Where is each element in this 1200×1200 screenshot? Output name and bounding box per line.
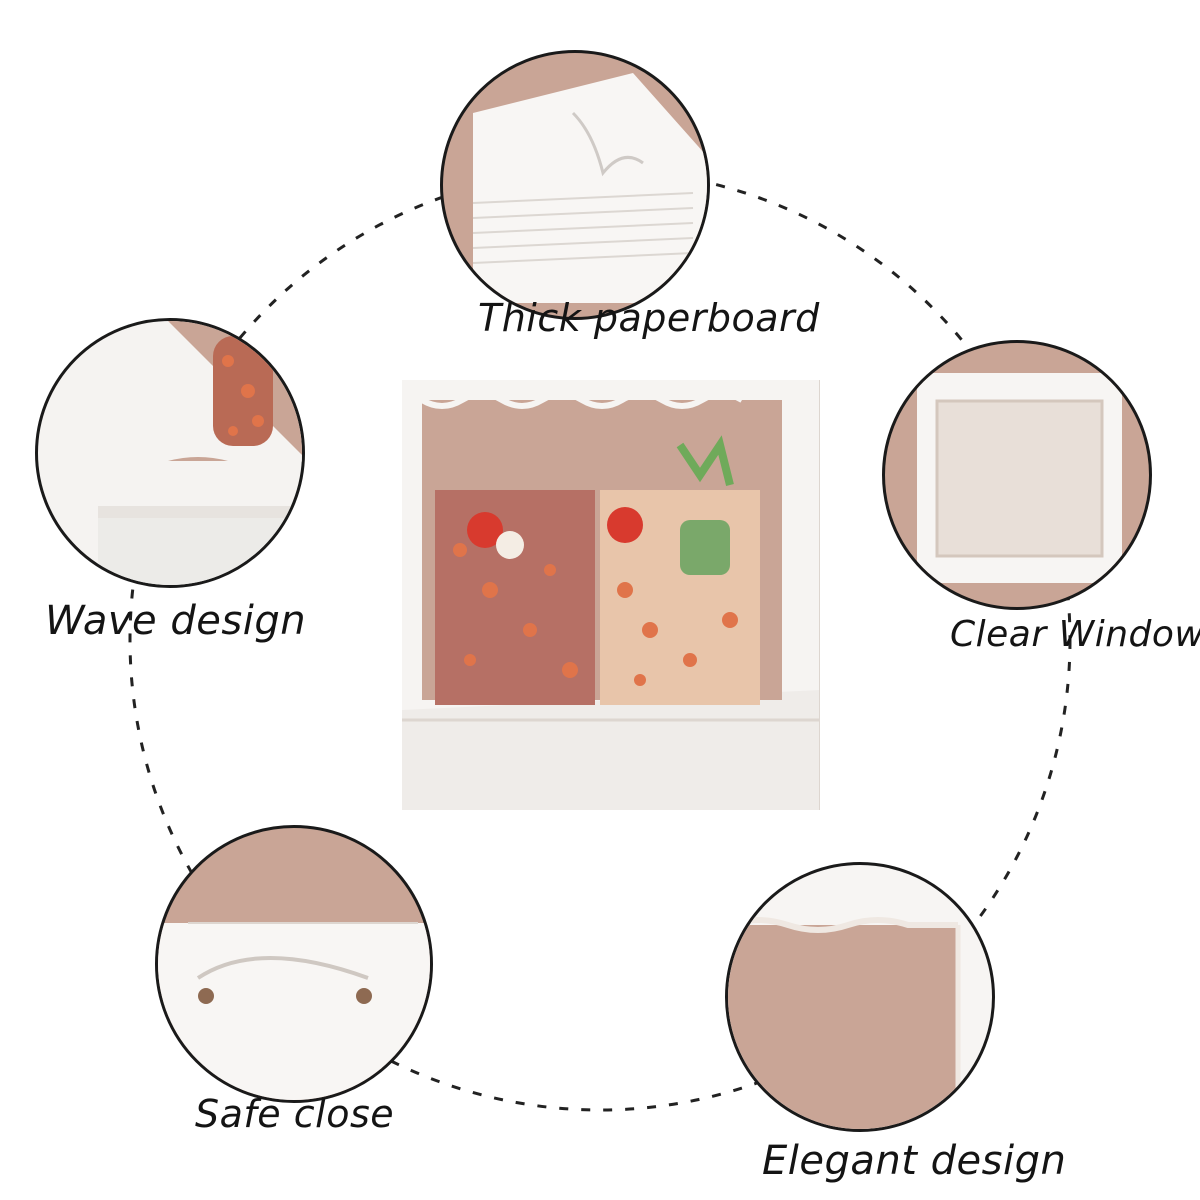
caption-thick-paperboard: Thick paperboard [478,296,820,340]
clear-window-circle [882,340,1152,610]
bakery-box-product [402,380,820,810]
wave-design-circle [35,318,305,588]
window-edge-illustration [728,917,961,1129]
thick-paperboard-circle [440,50,710,320]
wave-window-corner-illustration [98,321,302,585]
caption-clear-window: Clear Window [950,614,1200,655]
caption-elegant-design: Elegant design [762,1138,1067,1184]
caption-safe-close: Safe close [195,1092,395,1136]
tab-lock-illustration [158,922,430,1100]
window-box-illustration [917,373,1122,583]
paperboard-stack-illustration [472,73,707,303]
safe-close-circle [155,825,433,1103]
caption-wave-design: Wave design [45,598,307,644]
elegant-design-circle [725,862,995,1132]
